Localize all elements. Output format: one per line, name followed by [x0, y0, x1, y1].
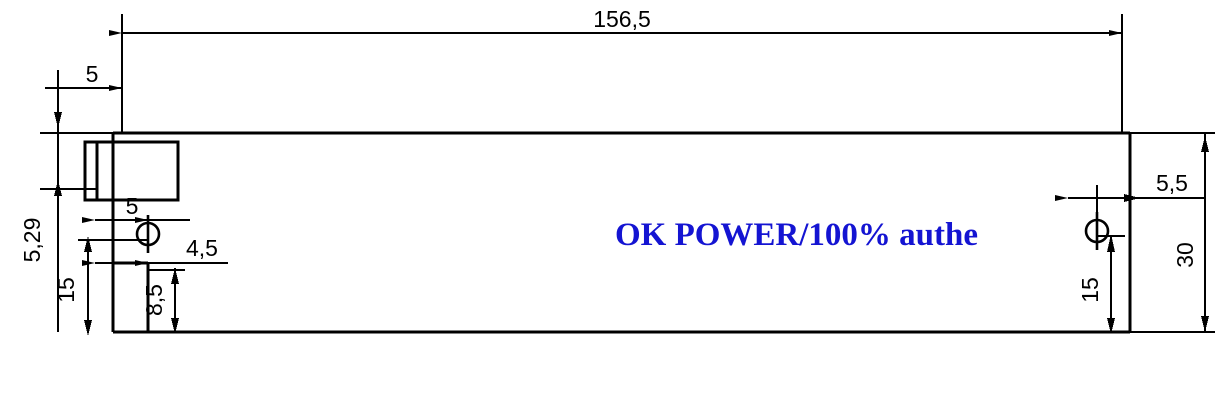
dimension-right-hole-y	[1097, 234, 1125, 334]
dimension-label-overall-height: 30	[1172, 242, 1198, 268]
dimension-left-stack-height	[40, 112, 113, 332]
dimension-notch-width	[148, 268, 185, 334]
connector-block	[83, 140, 180, 202]
brand-silkscreen-label: OK POWER/100% authe	[615, 217, 978, 253]
dimension-label-connector-offset-top: 5	[86, 61, 99, 87]
dimension-left-hole-y	[78, 236, 148, 336]
dimension-label-overall-length: 156,5	[593, 6, 651, 32]
dimension-label-left-hole-y: 15	[53, 277, 79, 303]
left-mounting-hole	[135, 215, 161, 253]
dimension-label-left-stack-height: 5,29	[19, 218, 45, 263]
dimension-label-right-hole-y: 15	[1077, 277, 1103, 303]
dimension-label-notch-offset: 4,5	[186, 235, 218, 261]
dimension-label-left-hole-x: 5	[126, 193, 139, 219]
right-mounting-hole	[1084, 212, 1110, 250]
dimension-label-notch-width: 8,5	[141, 284, 167, 316]
dimension-overall-height	[1130, 131, 1215, 334]
enclosure-body-outline	[111, 131, 1132, 334]
dimension-right-hole-x	[1055, 185, 1205, 215]
dimension-left-hole-x	[82, 205, 190, 263]
dimension-label-right-hole-x: 5,5	[1156, 170, 1188, 196]
dimension-overall-length	[109, 14, 1124, 133]
